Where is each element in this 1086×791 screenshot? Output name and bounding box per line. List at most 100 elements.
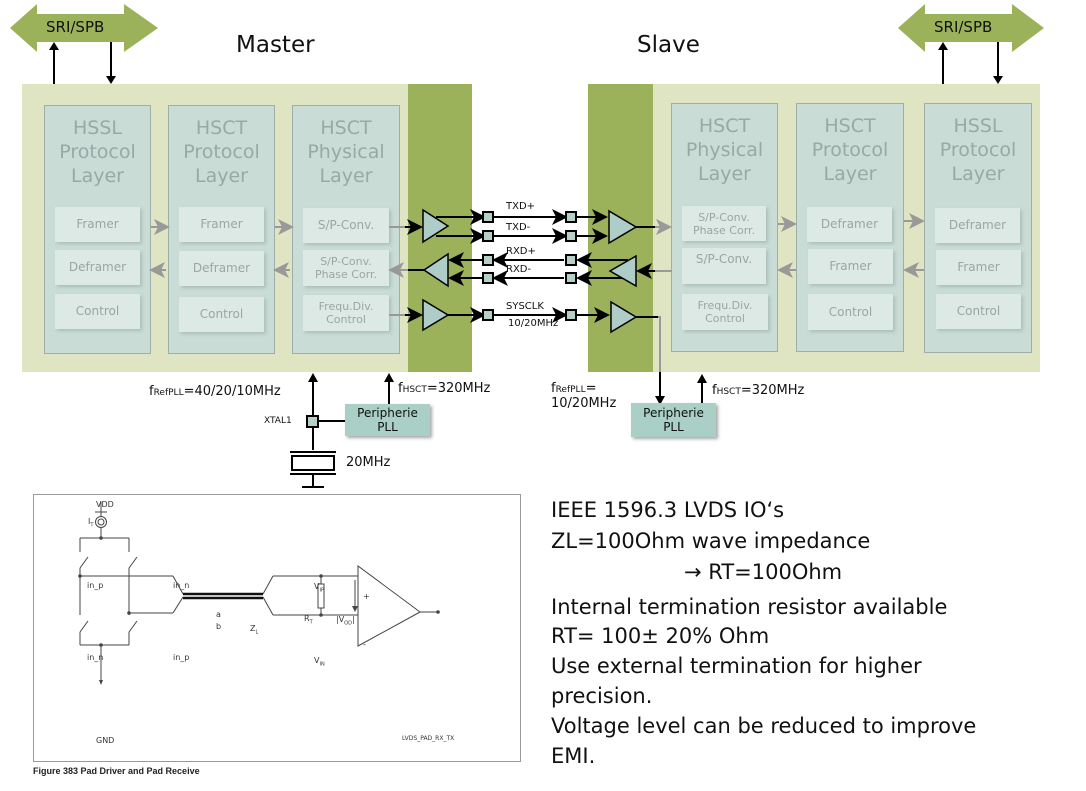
txd-minus-label: TXD- bbox=[506, 222, 531, 233]
layer-title: HSCT Physical Layer bbox=[685, 115, 764, 185]
minus-input-label: - bbox=[363, 640, 366, 649]
slave-rx-buffer bbox=[608, 209, 638, 245]
vin-label: VIN bbox=[314, 656, 325, 668]
slave-bus-label: SRI/SPB bbox=[934, 18, 993, 36]
pad-sysclk-slave bbox=[565, 309, 577, 321]
vip-label: VIP bbox=[314, 582, 324, 594]
pad-rxd-p-master bbox=[482, 254, 494, 266]
pad-txd-n-master bbox=[482, 230, 494, 242]
rxd-minus-label: RXD- bbox=[506, 264, 532, 275]
framer-block: Framer bbox=[55, 207, 140, 242]
note-line: Use external termination for higher bbox=[551, 654, 922, 678]
pad-txd-p-slave bbox=[565, 211, 577, 223]
framer-block: Framer bbox=[808, 249, 893, 284]
master-hssl-protocol-layer: HSSL Protocol Layer Framer Deframer Cont… bbox=[44, 105, 151, 354]
figure-id-label: LVDS_PAD_RX_TX bbox=[402, 735, 455, 742]
layer-title: HSCT Physical Layer bbox=[307, 117, 385, 187]
master-peripherie-pll: Peripherie PLL bbox=[345, 404, 430, 436]
layer-title: HSCT Protocol Layer bbox=[811, 115, 889, 185]
current-source-icon bbox=[95, 516, 107, 528]
master-clk-buffer bbox=[422, 298, 450, 332]
deframer-block: Deframer bbox=[179, 251, 264, 286]
control-block: Control bbox=[179, 297, 264, 332]
pads bbox=[482, 211, 577, 321]
comparator-icon bbox=[357, 565, 421, 647]
line-a-label: a bbox=[216, 610, 221, 619]
control-block: Control bbox=[808, 294, 893, 330]
slave-peripherie-pll: Peripherie PLL bbox=[631, 403, 716, 437]
note-line: precision. bbox=[551, 684, 653, 708]
note-line: IEEE 1596.3 LVDS IO‘s bbox=[551, 498, 785, 522]
master-bus-arrow bbox=[10, 4, 158, 52]
master-tx-buffer bbox=[422, 208, 450, 244]
deframer-block: Deframer bbox=[935, 208, 1020, 243]
deframer-block: Deframer bbox=[55, 250, 140, 285]
slave-hssl-protocol-layer: HSSL Protocol Layer Deframer Framer Cont… bbox=[924, 103, 1032, 353]
figure-caption: Figure 383 Pad Driver and Pad Receive bbox=[33, 766, 200, 776]
slave-clk-buffer bbox=[610, 300, 638, 334]
note-line: → RT=100Ohm bbox=[684, 560, 843, 584]
master-bus-label: SRI/SPB bbox=[46, 18, 105, 36]
sysclk-freq-label: 10/20MHz bbox=[508, 318, 559, 329]
rxd-plus-label: RXD+ bbox=[506, 246, 536, 257]
switch-label-in-n-bottom: in_n bbox=[87, 653, 104, 662]
sysclk-label: SYSCLK bbox=[506, 301, 544, 312]
master-rx-buffer bbox=[422, 252, 449, 288]
zl-label: ZL bbox=[250, 624, 259, 636]
master-ref-pll-freq: fRefPLL=40/20/10MHz bbox=[149, 384, 281, 399]
frequ-div-control-block: Frequ.Div. Control bbox=[682, 294, 768, 330]
crystal-icon bbox=[290, 451, 336, 488]
master-title: Master bbox=[236, 32, 315, 58]
deframer-block: Deframer bbox=[807, 207, 892, 242]
frequ-div-control-block: Frequ.Div. Control bbox=[303, 295, 389, 331]
pad-rxd-p-slave bbox=[565, 254, 577, 266]
control-block: Control bbox=[55, 294, 140, 329]
lvds-schematic bbox=[78, 502, 440, 685]
crystal-freq-label: 20MHz bbox=[346, 455, 391, 470]
framer-block: Framer bbox=[936, 250, 1021, 285]
current-label: IT bbox=[88, 517, 94, 529]
sp-conv-block: S/P-Conv. bbox=[682, 248, 766, 284]
vdd-label: VDD bbox=[96, 500, 114, 509]
pad-txd-p-master bbox=[482, 211, 494, 223]
sp-conv-block: S/P-Conv. bbox=[303, 208, 389, 243]
note-line: Voltage level can be reduced to improve bbox=[551, 714, 977, 738]
sp-conv-phase-corr-block: S/P-Conv. Phase Corr. bbox=[682, 206, 766, 241]
vod-label: |VOD| bbox=[336, 615, 355, 627]
xtal1-pad bbox=[306, 415, 319, 428]
txd-plus-label: TXD+ bbox=[506, 201, 536, 212]
switch-label-in-p-top: in_p bbox=[87, 581, 104, 590]
slave-bus-arrow bbox=[898, 4, 1044, 52]
framer-block: Framer bbox=[179, 207, 264, 242]
note-line: Internal termination resistor available bbox=[551, 595, 948, 619]
slave-ref-pll-freq: fRefPLL=10/20MHz bbox=[551, 381, 617, 411]
rt-label: RT bbox=[304, 614, 313, 626]
signal-paths bbox=[149, 208, 925, 488]
switch-label-in-p-bottom: in_p bbox=[173, 653, 190, 662]
pad-rxd-n-master bbox=[482, 272, 494, 284]
note-line: ZL=100Ohm wave impedance bbox=[551, 529, 871, 553]
pad-rxd-n-slave bbox=[565, 272, 577, 284]
lvds-notes: IEEE 1596.3 LVDS IO‘s ZL=100Ohm wave imp… bbox=[551, 495, 976, 771]
pad-sysclk-master bbox=[482, 309, 494, 321]
slave-hsct-physical-layer: HSCT Physical Layer S/P-Conv. Phase Corr… bbox=[671, 103, 778, 352]
note-line: EMI. bbox=[551, 744, 596, 768]
bus-arrows bbox=[10, 4, 1044, 85]
note-line: RT= 100± 20% Ohm bbox=[551, 624, 770, 648]
gnd-label: GND bbox=[96, 736, 115, 745]
slave-hsct-freq: fHSCT=320MHz bbox=[712, 383, 805, 398]
sp-conv-phase-corr-block: S/P-Conv. Phase Corr. bbox=[303, 250, 389, 286]
line-b-label: b bbox=[216, 622, 222, 631]
master-hsct-freq: fHSCT=320MHz bbox=[398, 381, 491, 396]
slave-title: Slave bbox=[637, 32, 700, 58]
layer-title: HSSL Protocol Layer bbox=[59, 117, 136, 187]
layer-title: HSSL Protocol Layer bbox=[939, 115, 1017, 185]
plus-input-label: + bbox=[363, 592, 370, 601]
pad-txd-n-slave bbox=[565, 230, 577, 242]
slave-hsct-protocol-layer: HSCT Protocol Layer Deframer Framer Cont… bbox=[796, 103, 904, 352]
switch-label-in-n-top: in_n bbox=[173, 581, 190, 590]
control-block: Control bbox=[936, 294, 1021, 329]
lvds-figure-frame bbox=[33, 494, 521, 762]
xtal1-label: XTAL1 bbox=[264, 416, 292, 426]
layer-title: HSCT Protocol Layer bbox=[183, 117, 260, 187]
